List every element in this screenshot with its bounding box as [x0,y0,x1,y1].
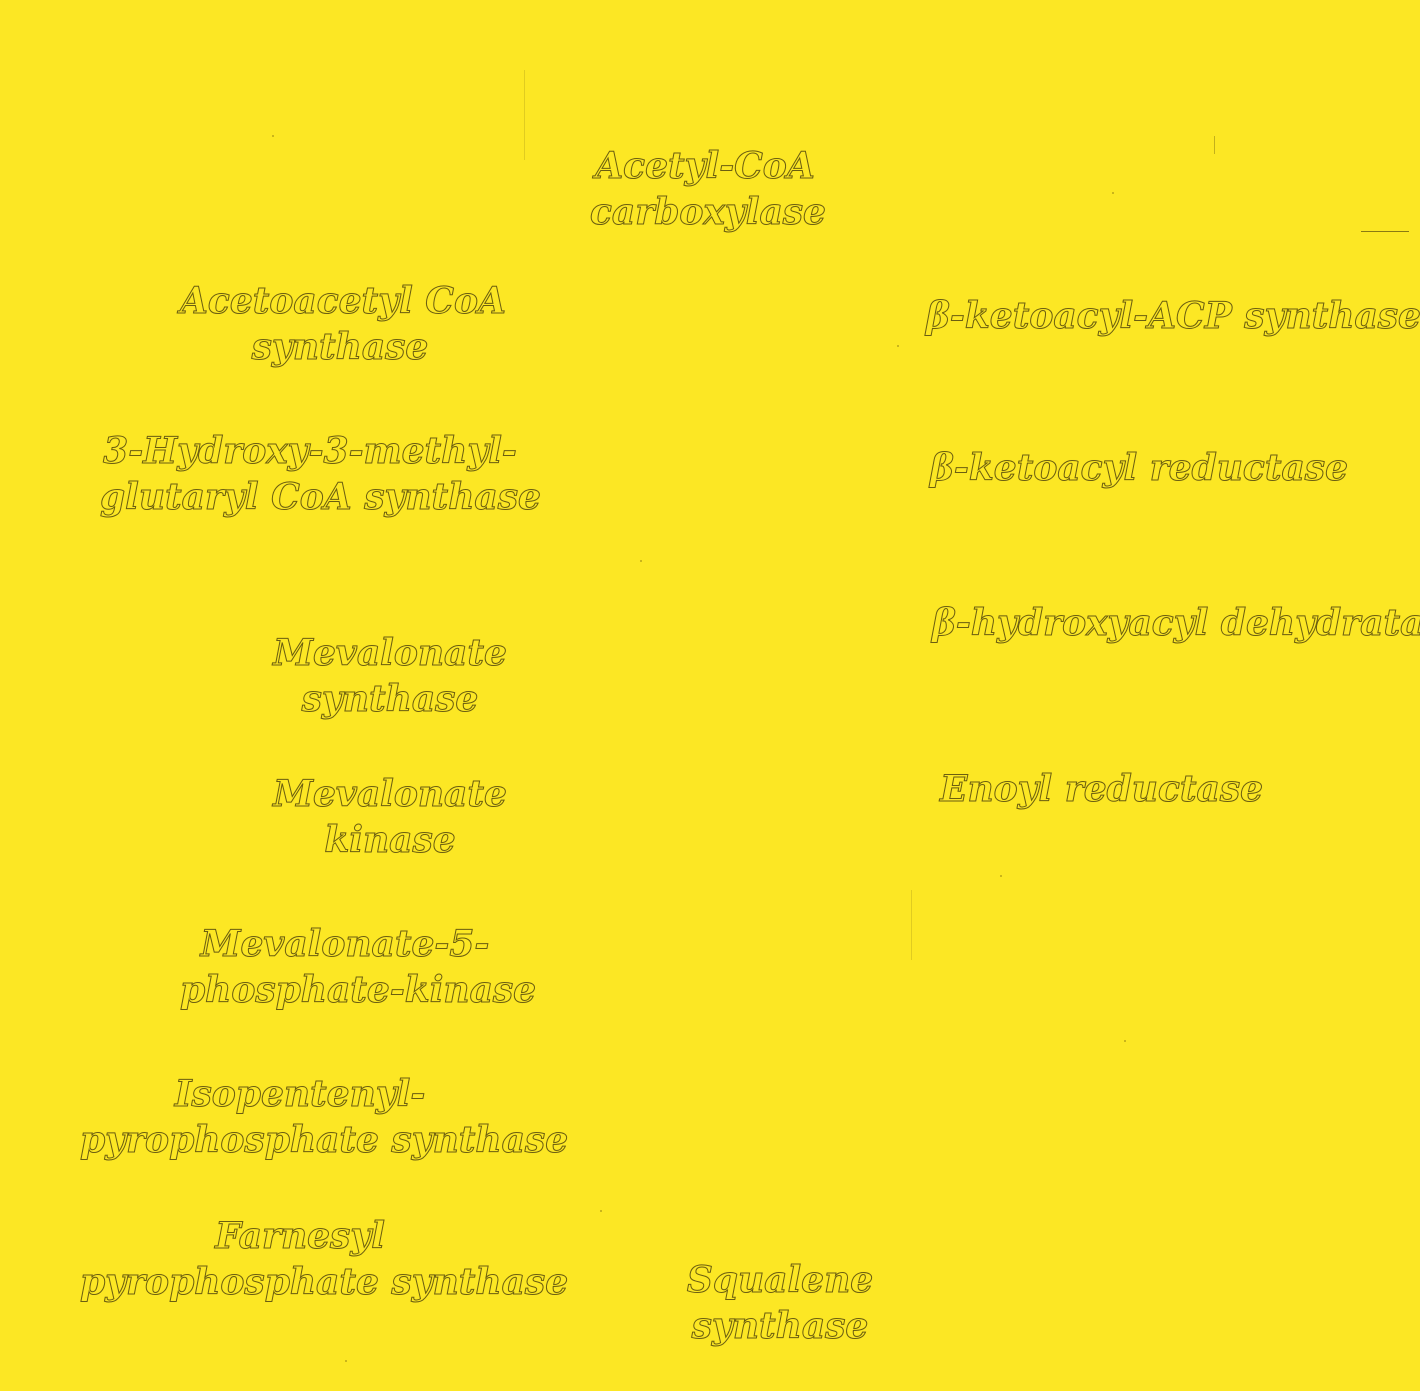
beta-ketoacyl-reductase-label: β-ketoacyl reductase [930,445,1349,491]
hmg-coa-synthase-label: 3-Hydroxy-3-methyl- glutaryl CoA synthas… [100,428,542,520]
label-line: Enoyl reductase [939,768,1264,811]
mevalonate-kinase-label: Mevalonate kinase [270,771,510,863]
tick-mark [1214,136,1215,154]
label-line: kinase [324,819,456,862]
label-line: Isopentenyl- [174,1073,426,1116]
label-line: 3-Hydroxy-3-methyl- [103,430,518,473]
speck [345,1360,347,1362]
acetoacetyl-coa-synthase-label: Acetoacetyl CoA synthase [180,278,507,370]
label-line: pyrophosphate synthase [80,1119,569,1162]
label-line: β-ketoacyl-ACP synthase [926,295,1420,338]
beta-ketoacyl-acp-synthase-label: β-ketoacyl-ACP synthase [926,293,1420,339]
speck [1000,875,1002,877]
label-line: β-ketoacyl reductase [930,447,1349,490]
beta-hydroxyacyl-dehydratase-label: β-hydroxyacyl dehydratase [932,600,1420,646]
farnesyl-pyrophosphate-synthase-label: Farnesyl pyrophosphate synthase [80,1213,569,1305]
label-line: Squalene [686,1259,874,1302]
speck [640,560,642,562]
label-line: Mevalonate-5- [200,923,490,966]
label-line: synthase [251,326,429,369]
label-line: Acetoacetyl CoA [180,280,507,323]
label-line: β-hydroxyacyl dehydratase [932,602,1420,645]
label-line: carboxylase [590,191,827,234]
label-line: Acetyl-CoA [595,145,816,188]
squalene-synthase-label: Squalene synthase [680,1257,880,1349]
label-line: phosphate-kinase [180,969,537,1012]
label-line: Mevalonate [273,773,508,816]
speck [897,345,899,347]
tick-mark [524,70,525,160]
label-line: pyrophosphate synthase [80,1261,569,1304]
label-line: synthase [301,678,479,721]
enoyl-reductase-label: Enoyl reductase [939,766,1264,812]
isopentenyl-pyrophosphate-synthase-label: Isopentenyl- pyrophosphate synthase [80,1071,569,1163]
tick-mark [911,890,912,960]
mevalonate-5-phosphate-kinase-label: Mevalonate-5- phosphate-kinase [180,921,537,1013]
acetyl-coa-carboxylase-label: Acetyl-CoA carboxylase [590,143,827,235]
label-line: Mevalonate [273,632,508,675]
label-line: glutaryl CoA synthase [100,476,542,519]
label-line: Farnesyl [215,1215,386,1258]
speck [272,135,274,137]
speck [600,1210,602,1212]
divider-line [1361,231,1409,232]
mevalonate-synthase-label: Mevalonate synthase [270,630,510,722]
speck [1112,192,1114,194]
label-line: synthase [691,1305,869,1348]
speck [1124,1040,1126,1042]
